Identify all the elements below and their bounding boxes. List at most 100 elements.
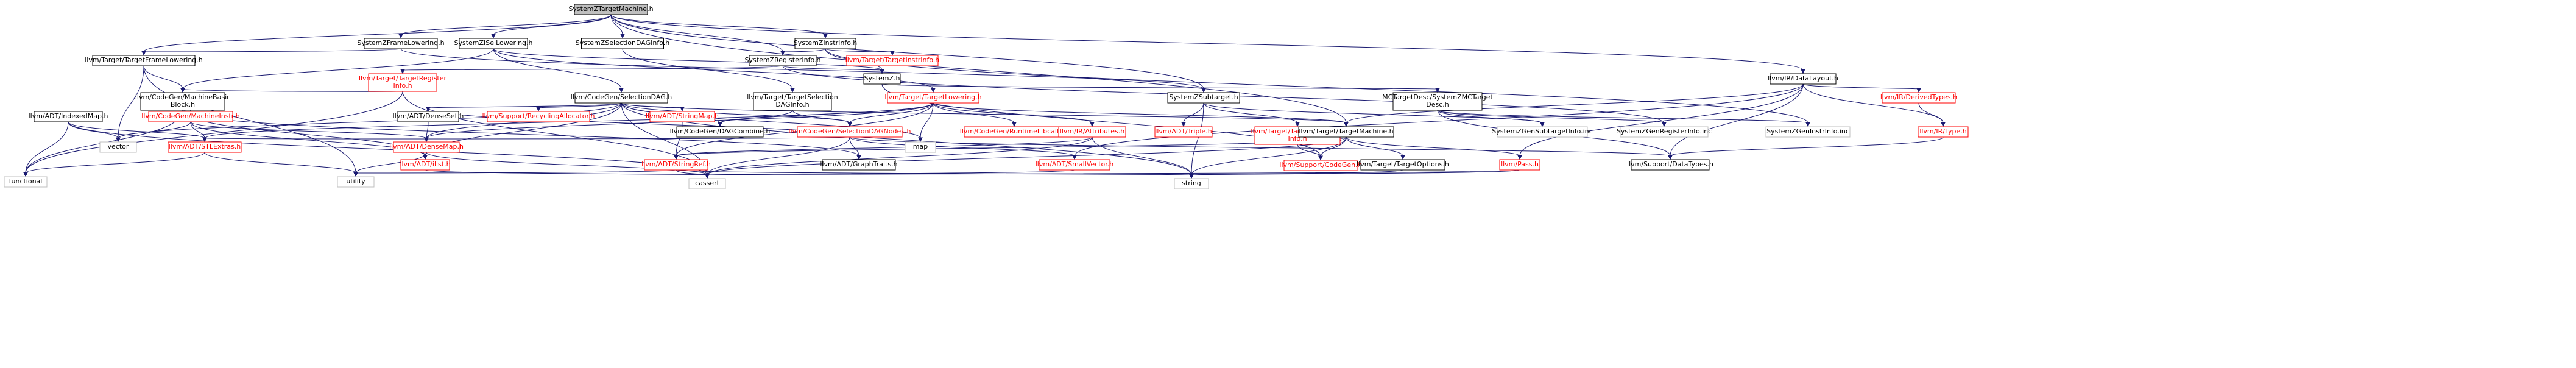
graph-node-selDag[interactable]: llvm/CodeGen/SelectionDAG.h [571, 92, 672, 104]
graph-node-stlExtras[interactable]: llvm/ADT/STLExtras.h [168, 141, 242, 153]
node-box [1497, 126, 1588, 138]
node-box [753, 92, 832, 111]
edge-arrowhead [856, 155, 861, 160]
node-box [1174, 178, 1209, 189]
edge-selDagNodes-to-graphTraits [849, 136, 861, 160]
graph-node-selDagInfo[interactable]: SystemZSelectionDAGInfo.h [576, 38, 670, 49]
graph-node-selDagNodes[interactable]: llvm/CodeGen/SelectionDAGNodes.h [789, 126, 911, 138]
node-label: llvm/IR/Type.h [1919, 127, 1966, 135]
graph-node-supportCodeGen[interactable]: llvm/Support/CodeGen.h [1279, 160, 1362, 171]
edge-indexedMap-to-functional [23, 121, 69, 177]
graph-node-dataTypes[interactable]: llvm/Support/DataTypes.h [1627, 159, 1713, 171]
edge-line [355, 169, 677, 174]
node-label: llvm/CodeGen/RuntimeLibcalls.h [960, 127, 1068, 135]
graph-node-recycling[interactable]: llvm/Support/RecyclingAllocator.h [482, 111, 595, 122]
edge-dataLayout-to-irType [1802, 83, 1946, 127]
edge-arrowhead [423, 155, 428, 160]
edge-arrowhead [426, 107, 431, 112]
graph-node-tgtMachine[interactable]: llvm/Target/TargetMachine.h [1298, 126, 1394, 138]
edge-instrInfo-to-tgtInstrInfo [825, 48, 895, 56]
node-box [1360, 159, 1445, 171]
node-box [863, 73, 901, 85]
graph-node-dataLayout[interactable]: llvm/IR/DataLayout.h [1768, 73, 1838, 85]
graph-node-graphTraits[interactable]: llvm/ADT/GraphTraits.h [820, 159, 898, 171]
graph-node-string: string [1174, 178, 1209, 189]
graph-node-dagCombine[interactable]: llvm/CodeGen/DAGCombine.h [670, 126, 771, 138]
edge-line [1297, 144, 1321, 157]
graph-node-instrInfo[interactable]: SystemZInstrInfo.h [794, 38, 857, 49]
node-label: map [913, 143, 928, 150]
graph-node-denseMap[interactable]: llvm/ADT/DenseMap.h [389, 141, 464, 153]
graph-node-regInfo[interactable]: SystemZRegisterInfo.h [745, 55, 821, 66]
edge-line [622, 48, 793, 90]
edge-line [610, 14, 1347, 124]
graph-node-machineInstr[interactable]: llvm/CodeGen/MachineInstr.h [141, 111, 240, 122]
graph-node-stringMap[interactable]: llvm/ADT/StringMap.h [646, 111, 719, 122]
graph-node-runtimeLibcalls[interactable]: llvm/CodeGen/RuntimeLibcalls.h [960, 126, 1068, 138]
node-box [581, 38, 664, 49]
graph-node-derivedTypes[interactable]: llvm/IR/DerivedTypes.h [1880, 92, 1957, 104]
graph-node-iselLow[interactable]: SystemZISelLowering.h [454, 38, 533, 49]
node-label: llvm/CodeGen/MachineBasic [135, 93, 230, 101]
edge-arrowhead [1517, 155, 1522, 160]
edge-indexedMap-to-vector [68, 121, 121, 143]
edge-arrowhead [536, 107, 541, 112]
edge-regInfo-to-systemZ [782, 65, 884, 74]
node-box [168, 141, 242, 153]
edge-arrowhead [680, 107, 685, 112]
graph-node-pass[interactable]: llvm/Pass.h [1499, 159, 1540, 171]
graph-node-smallVector[interactable]: llvm/ADT/SmallVector.h [1036, 159, 1114, 171]
node-box [1620, 126, 1709, 138]
node-box [337, 176, 375, 188]
edge-line [707, 136, 1347, 175]
edge-line [1802, 83, 1944, 124]
edge-arrowhead [116, 137, 121, 143]
node-box [92, 55, 196, 66]
edge-arrowhead [1090, 122, 1095, 127]
graph-node-ilist[interactable]: llvm/ADT/ilist.h [400, 159, 451, 171]
graph-node-tgtInstrInfo[interactable]: llvm/Target/TargetInstrInfo.h [845, 55, 940, 66]
node-label: llvm/Target/TargetOptions.h [1357, 160, 1449, 168]
edge-line [1437, 110, 1665, 124]
node-label: llvm/Support/DataTypes.h [1627, 160, 1713, 168]
node-label: MCTargetDesc/SystemZMCTarget [1382, 93, 1493, 101]
node-label: cassert [695, 179, 720, 187]
graph-node-systemZ[interactable]: SystemZ.h [863, 73, 901, 85]
graph-node-attributes[interactable]: llvm/IR/Attributes.h [1058, 126, 1126, 138]
edge-selDagNodes-to-dataTypes [849, 136, 1673, 160]
edge-arrowhead [400, 69, 405, 74]
graph-node-tgtFrameLow[interactable]: llvm/Target/TargetFrameLowering.h [85, 55, 203, 66]
graph-node-tgtLowering[interactable]: llvm/Target/TargetLowering.h [884, 92, 982, 104]
graph-node-indexedMap[interactable]: llvm/ADT/IndexedMap.h [29, 111, 108, 122]
graph-node-denseSet[interactable]: llvm/ADT/DenseSet.h [393, 111, 464, 122]
edge-line [1346, 83, 1804, 124]
graph-node-subtarget[interactable]: SystemZSubtarget.h [1167, 92, 1240, 104]
graph-node-stringRef[interactable]: llvm/ADT/StringRef.h [641, 159, 711, 171]
node-label: SystemZSubtarget.h [1169, 93, 1238, 101]
edge-selDagNodes-to-stlExtras [202, 136, 850, 143]
edge-tgtSubtarget-to-supportCodeGen [1297, 144, 1323, 161]
node-label: llvm/Target/TargetInstrInfo.h [845, 56, 940, 64]
edge-selDagInfo-to-tgtSelDagInfo [622, 48, 795, 93]
graph-node-frameLow[interactable]: SystemZFrameLowering.h [357, 38, 445, 49]
graph-node-triple[interactable]: llvm/ADT/Triple.h [1154, 126, 1213, 138]
node-box [1058, 126, 1126, 138]
edge-subtarget-to-string [1189, 102, 1204, 179]
node-box [1882, 92, 1956, 104]
graph-node-tgtOptions[interactable]: llvm/Target/TargetOptions.h [1357, 159, 1449, 171]
edge-tgtMachine-to-pass [1346, 136, 1522, 160]
edge-line [426, 121, 429, 139]
node-label: SystemZGenSubtargetInfo.inc [1492, 127, 1592, 135]
edge-regInfo-to-tgtRegInfo [400, 65, 783, 74]
graph-node-irType[interactable]: llvm/IR/Type.h [1918, 126, 1969, 138]
node-label: llvm/ADT/SmallVector.h [1036, 160, 1114, 168]
node-box [688, 178, 726, 189]
graph-node-genRegister: SystemZGenRegisterInfo.inc [1617, 126, 1712, 138]
edge-tgtLowering-to-runtimeLibcalls [933, 102, 1017, 127]
node-box [1039, 159, 1110, 171]
